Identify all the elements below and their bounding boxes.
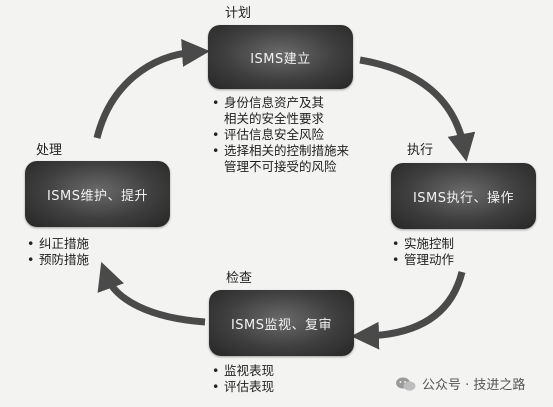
plan-bullet-list: 身份信息资产及其 相关的安全性要求 评估信息安全风险 选择相关的控制措施来 管理… — [212, 95, 349, 175]
plan-box-label: ISMS建立 — [250, 51, 311, 67]
list-item: 选择相关的控制措施来 管理不可接受的风险 — [212, 143, 349, 175]
act-title: 处理 — [36, 143, 63, 158]
list-item: 身份信息资产及其 相关的安全性要求 — [212, 95, 349, 127]
plan-title: 计划 — [225, 6, 252, 21]
plan-box: ISMS建立 — [208, 25, 353, 89]
list-item: 评估表现 — [212, 379, 274, 395]
act-bullet-list: 纠正措施 预防措施 — [27, 236, 89, 268]
arrow-plan-to-do — [359, 56, 476, 162]
check-title: 检查 — [226, 271, 253, 286]
check-box-label: ISMS监视、复审 — [230, 317, 333, 333]
do-box-label: ISMS执行、操作 — [412, 190, 515, 206]
watermark-text: 公众号 · 技进之路 — [422, 378, 526, 393]
act-box-label: ISMS维护、提升 — [46, 188, 149, 204]
list-item: 管理动作 — [392, 252, 454, 268]
watermark: 公众号 · 技进之路 — [395, 374, 525, 393]
arrow-check-to-act — [97, 261, 206, 326]
do-title: 执行 — [407, 143, 434, 158]
check-bullet-list: 监视表现 评估表现 — [212, 363, 274, 395]
do-box: ISMS执行、操作 — [391, 163, 536, 229]
list-item: 监视表现 — [212, 363, 274, 379]
list-item: 评估信息安全风险 — [212, 127, 349, 143]
check-box: ISMS监视、复审 — [209, 290, 354, 356]
do-bullet-list: 实施控制 管理动作 — [392, 236, 454, 268]
list-item: 纠正措施 — [27, 236, 89, 252]
arrow-do-to-check — [351, 271, 466, 350]
list-item: 实施控制 — [392, 236, 454, 252]
arrow-act-to-plan — [93, 38, 210, 139]
wechat-icon — [395, 376, 417, 392]
act-box: ISMS维护、提升 — [25, 161, 170, 227]
list-item: 预防措施 — [27, 252, 89, 268]
